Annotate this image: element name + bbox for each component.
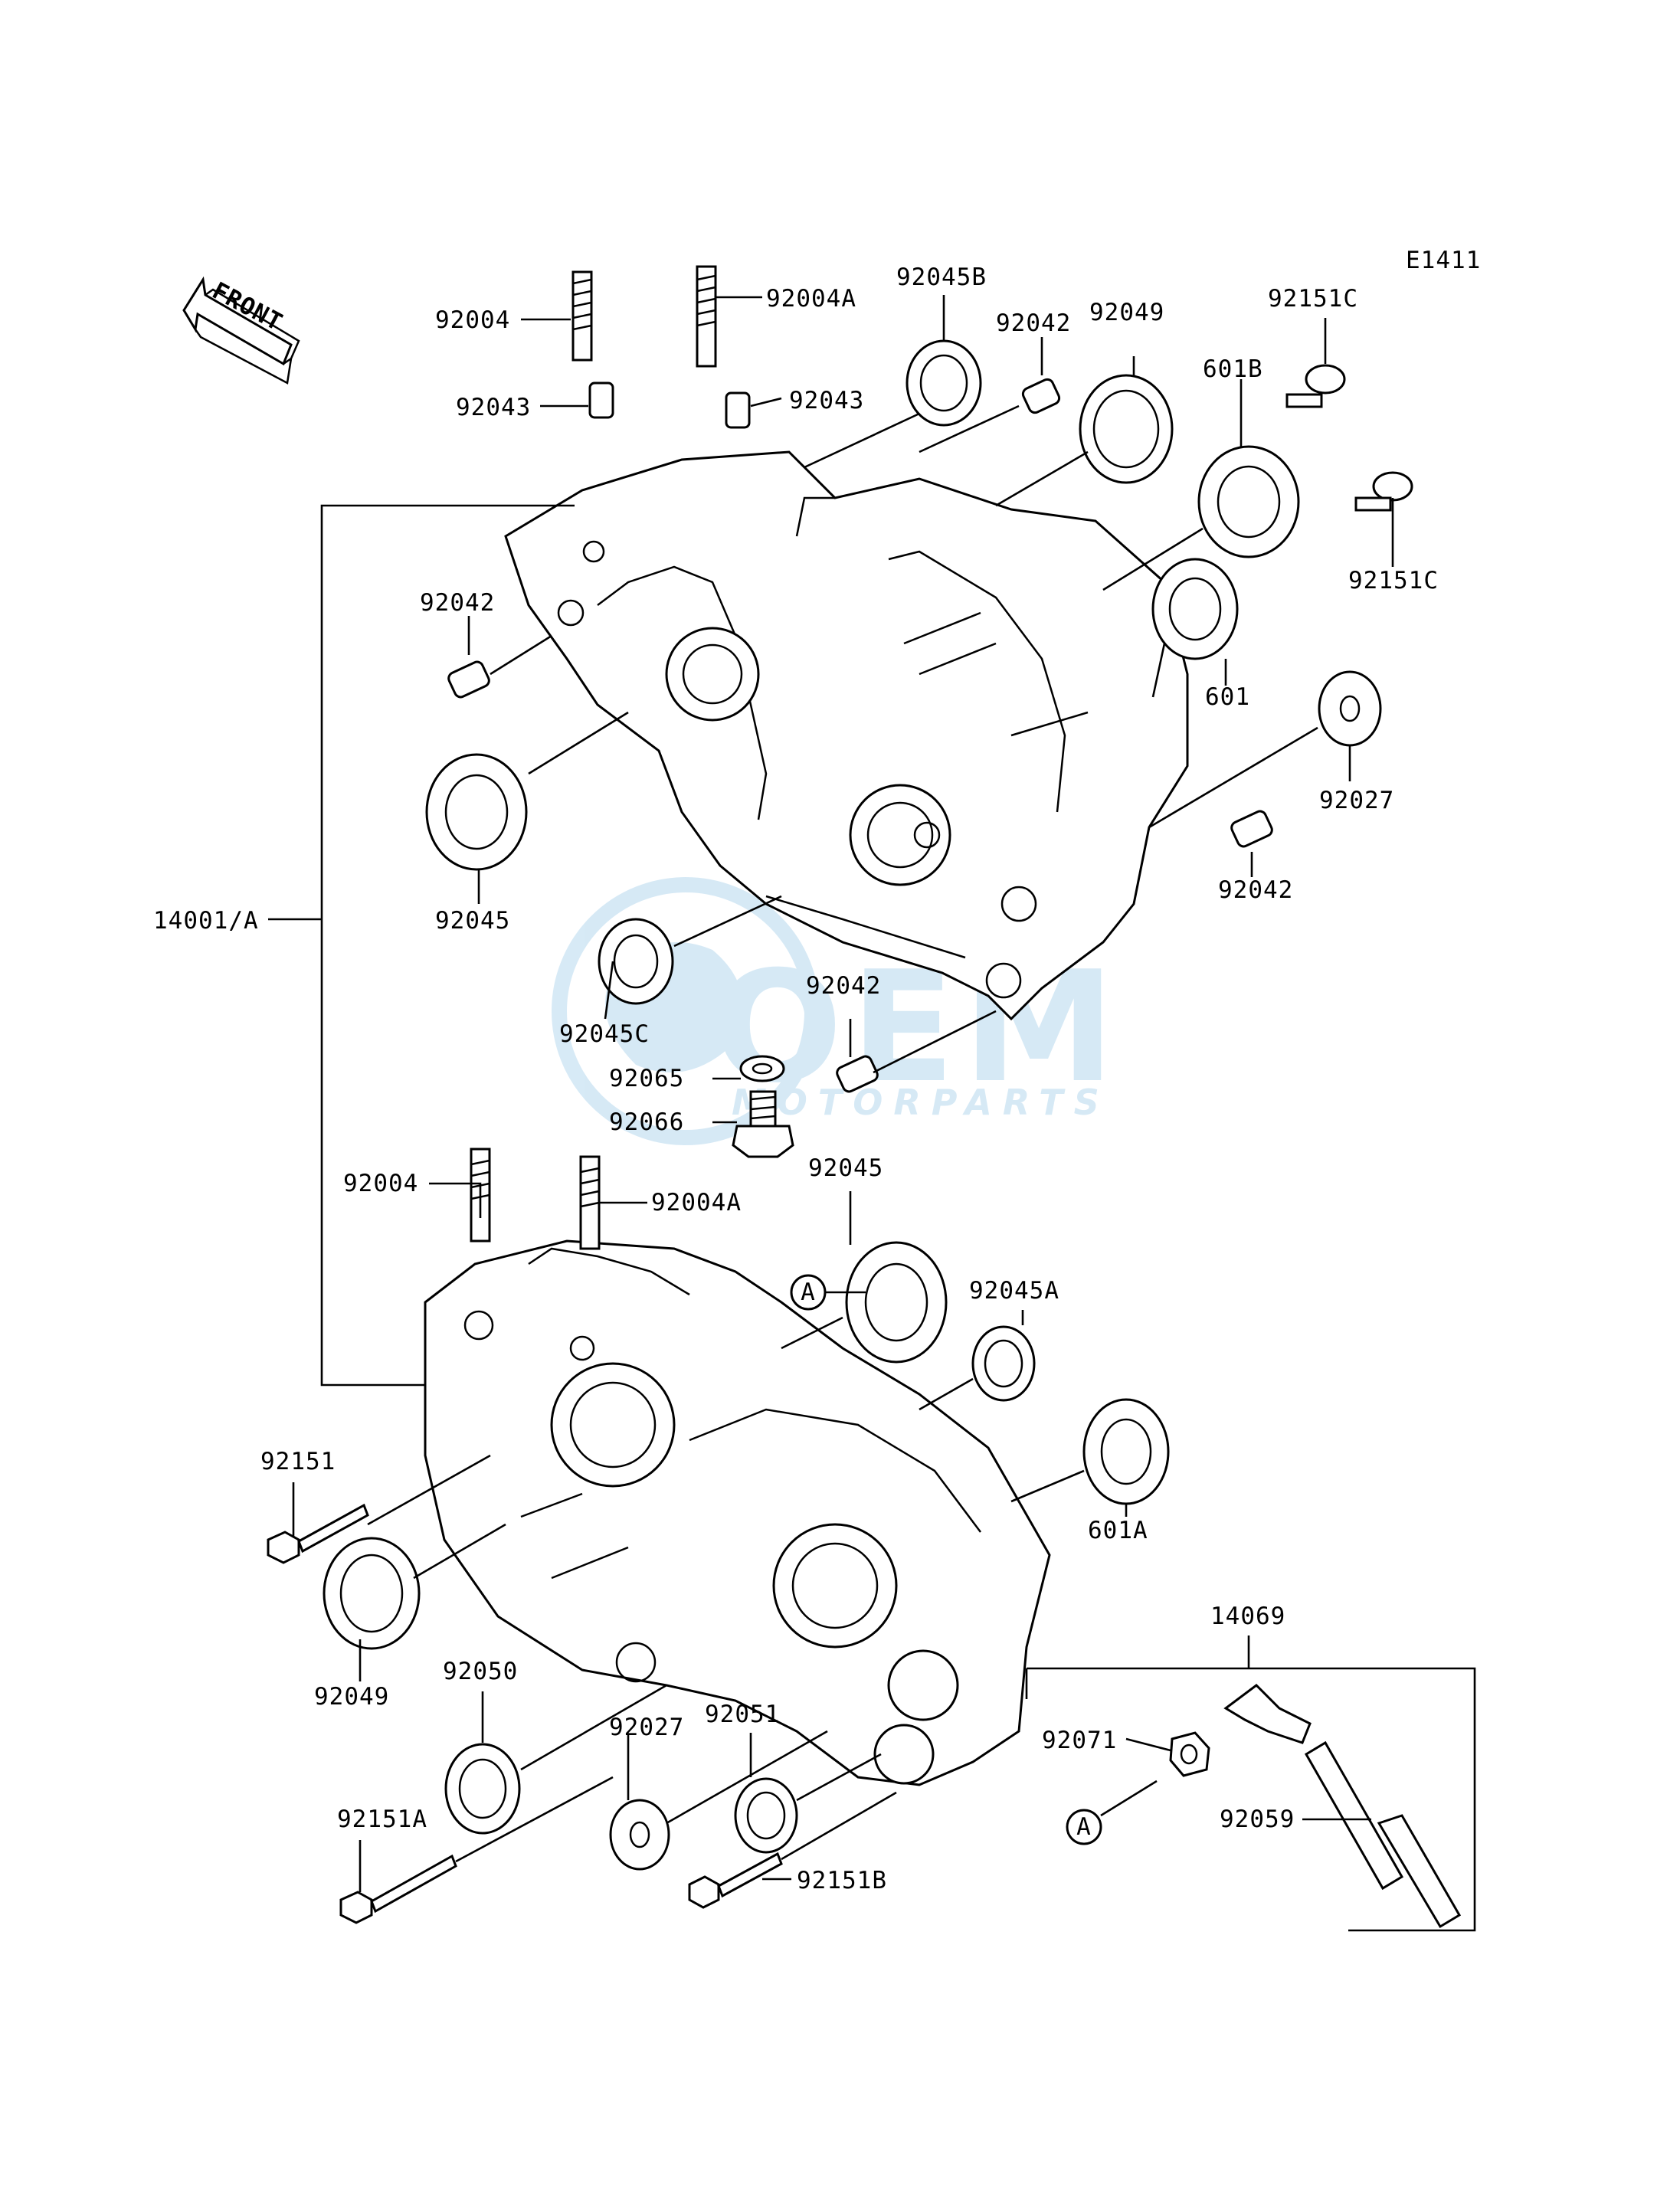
label-92042-right: 92042 bbox=[1218, 876, 1293, 904]
bolt-92151C-bot bbox=[1354, 471, 1413, 512]
oil-seal-92051 bbox=[734, 1777, 798, 1854]
label-92004A-top: 92004A bbox=[766, 285, 856, 313]
bearing-601B bbox=[1197, 445, 1300, 558]
upper-crankcase-outline bbox=[504, 450, 1189, 1021]
label-92042-top: 92042 bbox=[996, 309, 1071, 337]
drain-plug-92066 bbox=[732, 1090, 794, 1158]
dowel-92042-left bbox=[447, 660, 490, 699]
label-92042-mid: 92042 bbox=[806, 972, 881, 1000]
label-601B: 601B bbox=[1203, 355, 1263, 383]
label-92027-right: 92027 bbox=[1319, 787, 1394, 814]
callout-A-lower: A bbox=[1066, 1809, 1102, 1845]
label-92151C-top: 92151C bbox=[1268, 285, 1358, 313]
dowel-92043-left bbox=[588, 381, 614, 419]
label-92045-low: 92045 bbox=[808, 1154, 883, 1182]
label-92043-right: 92043 bbox=[789, 387, 864, 414]
dowel-92043-right bbox=[725, 391, 751, 429]
leader-lines bbox=[292, 295, 1394, 1892]
bearing-92045C bbox=[598, 918, 674, 1005]
part-labels: 92004 92004A 92045B 92042 92049 92151C 9… bbox=[153, 264, 1439, 1894]
label-92049-low: 92049 bbox=[314, 1683, 389, 1711]
label-92049-top: 92049 bbox=[1089, 299, 1164, 326]
label-92004-low: 92004 bbox=[343, 1170, 418, 1197]
upper-stud-92004A bbox=[696, 265, 717, 368]
label-92043-left: 92043 bbox=[456, 394, 531, 421]
lower-stud-92004A bbox=[579, 1155, 601, 1250]
label-14069: 14069 bbox=[1210, 1603, 1285, 1630]
front-arrow-icon: FRONT bbox=[182, 276, 300, 385]
label-92151C-bot: 92151C bbox=[1348, 567, 1439, 594]
oil-seal-92049-top bbox=[1079, 374, 1174, 484]
bearing-92045-low bbox=[845, 1241, 948, 1364]
hose-92059 bbox=[1304, 1740, 1462, 1929]
label-92151B: 92151B bbox=[797, 1867, 887, 1894]
dowel-92042-mid bbox=[836, 1055, 879, 1093]
label-92042-left: 92042 bbox=[420, 589, 495, 617]
dowel-92042-right bbox=[1230, 810, 1273, 848]
label-92151: 92151 bbox=[260, 1448, 336, 1475]
lower-crankcase-outline bbox=[424, 1239, 1051, 1786]
bearing-92045B bbox=[905, 339, 982, 427]
washer-92027-right bbox=[1318, 670, 1382, 747]
label-92045A: 92045A bbox=[969, 1277, 1059, 1305]
bearing-92045A bbox=[971, 1325, 1036, 1402]
diagram-code: E1411 bbox=[1406, 247, 1481, 274]
label-92045B: 92045B bbox=[896, 264, 987, 291]
label-92051: 92051 bbox=[705, 1701, 780, 1728]
label-92151A: 92151A bbox=[337, 1806, 427, 1833]
label-92027-low: 92027 bbox=[609, 1714, 684, 1741]
label-92071: 92071 bbox=[1042, 1727, 1117, 1754]
bolt-92151B bbox=[688, 1852, 783, 1909]
bearing-601A bbox=[1082, 1398, 1170, 1505]
bolt-92151A bbox=[339, 1854, 457, 1924]
label-14001A: 14001/A bbox=[153, 907, 259, 935]
elbow-joint-14069 bbox=[1223, 1684, 1312, 1744]
label-92045-left: 92045 bbox=[435, 907, 510, 935]
label-92045C: 92045C bbox=[559, 1020, 650, 1048]
crankcase-set-bracket bbox=[268, 504, 575, 1387]
label-92050: 92050 bbox=[443, 1658, 518, 1685]
callout-A-lower-label: A bbox=[1076, 1813, 1092, 1841]
callout-A-upper-label: A bbox=[801, 1279, 816, 1306]
oil-seal-92049-low bbox=[323, 1537, 421, 1650]
watermark-sub: MOTORPARTS bbox=[732, 1082, 1110, 1123]
bolt-92151 bbox=[267, 1503, 369, 1564]
bolt-92151C-top bbox=[1285, 364, 1346, 408]
fitting-92071 bbox=[1169, 1731, 1210, 1777]
upper-stud-92004 bbox=[571, 270, 593, 362]
label-601A: 601A bbox=[1088, 1517, 1148, 1544]
oil-seal-92050 bbox=[444, 1743, 521, 1835]
label-92004A-low: 92004A bbox=[651, 1189, 742, 1216]
bearing-601 bbox=[1151, 558, 1239, 660]
breather-hose-14069-box bbox=[1025, 1667, 1476, 1932]
lower-stud-92004 bbox=[470, 1148, 491, 1243]
label-601: 601 bbox=[1205, 683, 1250, 711]
washer-92065 bbox=[739, 1055, 785, 1082]
label-92004-top: 92004 bbox=[435, 306, 510, 334]
dowel-92042-top bbox=[1021, 378, 1061, 414]
bearing-92045-left bbox=[425, 753, 528, 871]
callout-A-upper: A bbox=[790, 1274, 827, 1311]
label-92066: 92066 bbox=[609, 1108, 684, 1136]
label-92059: 92059 bbox=[1220, 1806, 1295, 1833]
label-92065: 92065 bbox=[609, 1065, 684, 1092]
washer-92027-low bbox=[609, 1799, 670, 1871]
